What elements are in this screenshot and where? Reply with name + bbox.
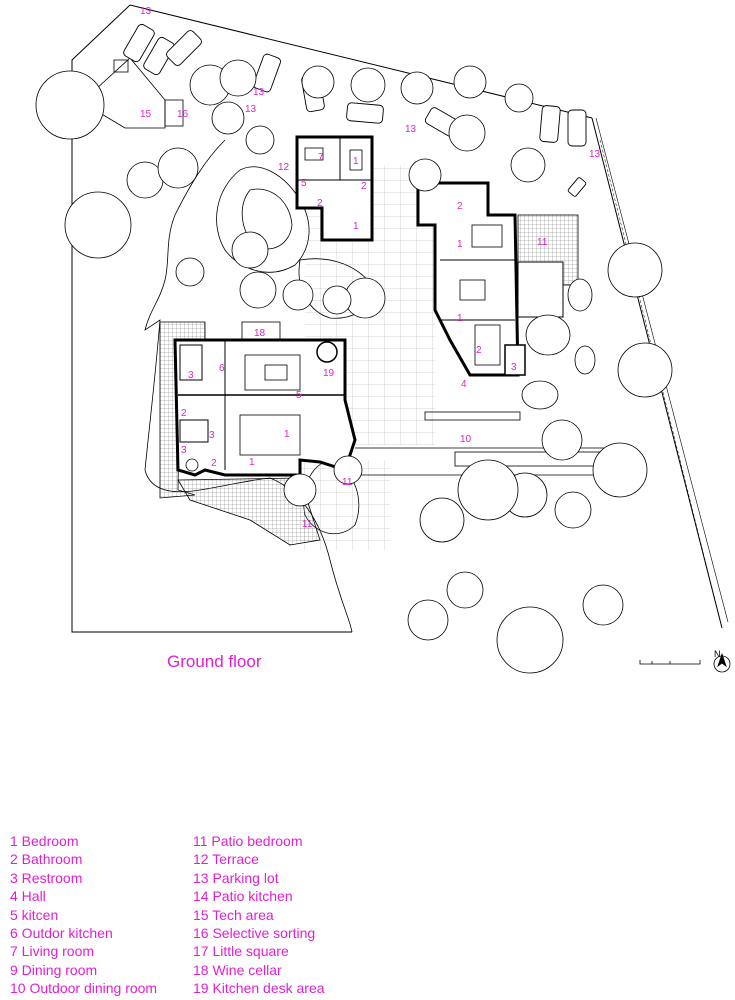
room-label: 1 [353,156,359,167]
room-label: 5 [301,178,307,189]
room-label: 3 [209,430,215,441]
legend-item: 12 Terrace [193,851,259,868]
room-label: 2 [476,345,482,356]
legend-item: 15 Tech area [193,906,274,923]
legend-item: 18 Wine cellar [193,961,282,978]
room-label: 12 [278,162,290,173]
room-label: 2 [457,201,463,212]
legend-item: 9 Dining room [10,961,98,978]
room-label: 13 [140,6,152,17]
boulders [521,278,596,410]
room-label: 2 [211,458,217,469]
room-label: 13 [245,104,257,115]
room-label: 2 [181,408,187,419]
tech-area [94,57,184,129]
legend-item: 17 Little square [193,943,289,960]
room-label: 15 [140,109,152,120]
legend-item: 7 Living room [10,943,95,960]
room-label: 1 [353,221,359,232]
room-label: 4 [461,379,467,390]
room-label: 1 [457,239,463,250]
legend-column-1: 1 Bedroom 2 Bathroom 3 Restroom 4 Hall 5… [10,832,157,998]
legend-item: 14 Patio kitchen [193,888,293,905]
room-label: 3 [181,445,187,456]
room-label: 13 [253,87,265,98]
room-label: 5 [296,390,302,401]
room-label: 13 [589,149,601,160]
room-label: 11 [537,237,548,248]
room-label: 6 [219,363,225,374]
room-label: 19 [323,368,335,379]
room-label: 1 [249,457,255,468]
legend-column-2: 11 Patio bedroom 12 Terrace 13 Parking l… [193,832,325,998]
room-label: 11 [342,477,353,488]
room-label: 2 [317,198,323,209]
legend-item: 11 Patio bedroom [193,833,303,849]
buildings [173,135,564,477]
room-label: 1 [457,313,463,324]
room-label: 13 [405,124,417,135]
legend-item: 10 Outdoor dining room [10,980,158,997]
legend-item: 19 Kitchen desk area [193,980,325,997]
legend-item: 4 Hall [10,888,46,905]
room-label: 2 [361,181,367,192]
legend-item: 2 Bathroom [10,851,83,868]
north-label: N [714,649,721,659]
page-title: Ground floor [167,652,262,671]
legend-item: 1 Bedroom [10,833,79,849]
room-label: 10 [460,434,472,445]
trees [35,59,673,674]
legend-item: 6 Outdor kitchen [10,925,113,942]
room-label: 1 [284,429,290,440]
room-label: 3 [188,370,194,381]
legend-item: 16 Selective sorting [193,925,316,942]
room-label: 18 [254,328,266,339]
room-label: 7 [318,152,324,163]
legend-item: 5 kitcen [10,906,59,923]
legend-item: 3 Restroom [10,869,83,886]
legend-item: 13 Parking lot [193,869,279,886]
north-arrow-icon [713,652,731,673]
room-label: 16 [177,109,189,120]
scale-bar [639,660,701,665]
room-label: 11 [302,519,313,530]
room-label: 3 [511,362,517,373]
